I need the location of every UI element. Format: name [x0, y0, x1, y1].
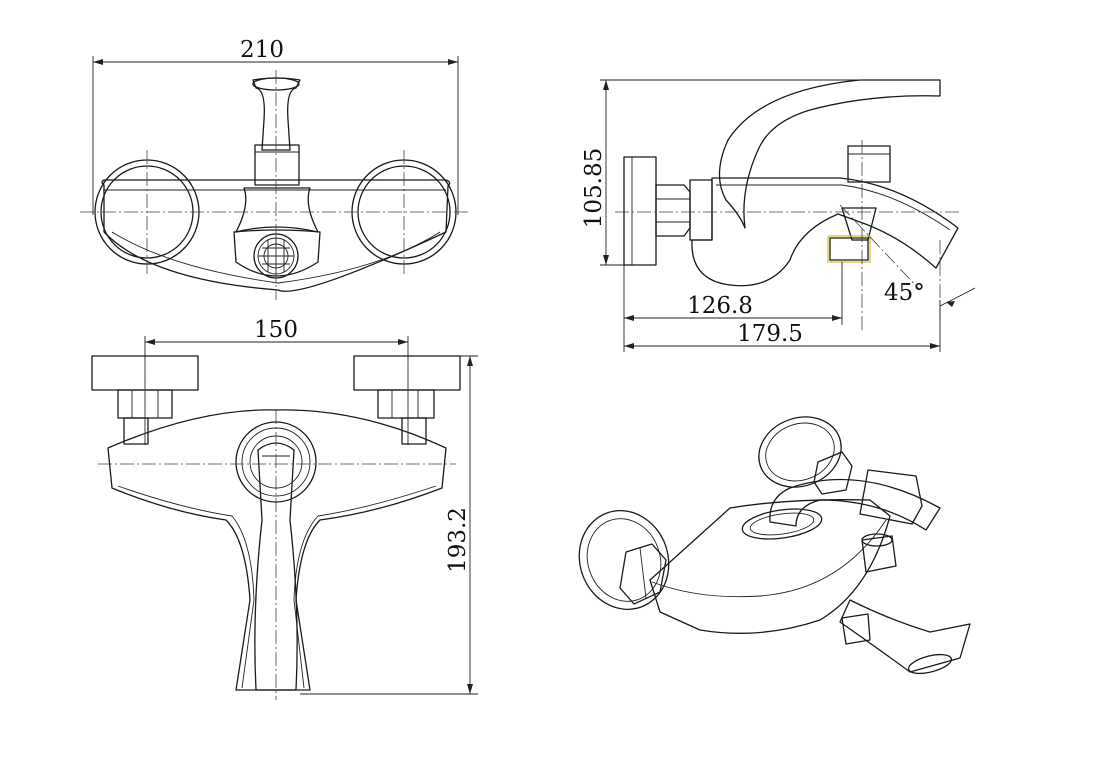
side-view: 105.85 126.8 — [581, 79, 976, 352]
front-view: 150 193.2 — [91, 317, 478, 700]
dim-spout-offset: 126.8 — [687, 293, 753, 319]
dim-centers: 150 — [254, 317, 298, 343]
isometric-view — [578, 416, 971, 675]
dim-height-front: 193.2 — [445, 507, 471, 573]
dim-angle: 45° — [884, 280, 925, 306]
top-view: 210 — [80, 37, 470, 300]
dim-total-depth: 179.5 — [737, 321, 803, 347]
dim-height-side: 105.85 — [581, 148, 607, 228]
dim-width-top: 210 — [240, 37, 284, 63]
